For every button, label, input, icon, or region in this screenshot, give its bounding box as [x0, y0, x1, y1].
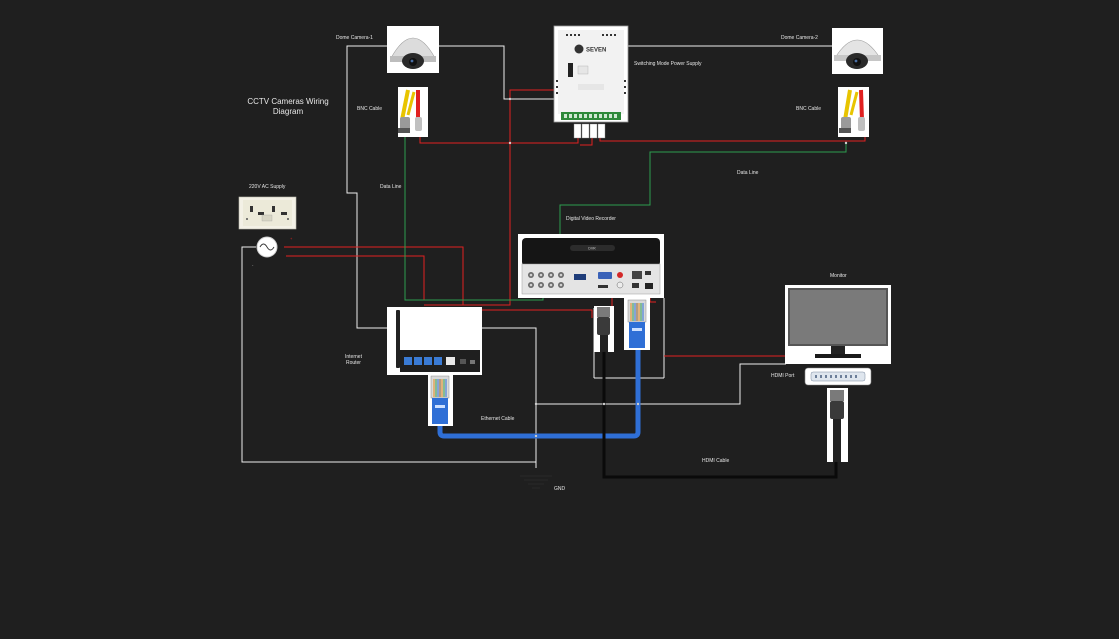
label-ethernet-cable: Ethernet Cable [481, 416, 515, 422]
label-internet-router-line-2: Router [345, 360, 361, 366]
label-ac-supply: 220V AC Supply [249, 184, 286, 190]
dome-camera-1 [387, 26, 439, 73]
ac-source-symbol: + - [252, 236, 293, 267]
label-power-supply: Switching Mode Power Supply [634, 61, 702, 67]
svg-text:+: + [290, 236, 293, 241]
dvr-ethernet-connector [624, 298, 650, 350]
monitor-hdmi-connector [827, 388, 848, 462]
label-data-line-2: Data Line [737, 170, 759, 176]
monitor [785, 285, 891, 364]
label-internet-router-line-1: Internet [345, 354, 362, 360]
label-internet-router: Internet Router [345, 354, 362, 366]
ac-wall-socket [238, 196, 297, 230]
label-dome-camera-2: Dome Camera-2 [781, 35, 818, 41]
bnc-cable-1 [398, 87, 428, 137]
bnc-cable-2 [838, 87, 869, 137]
digital-video-recorder: DVR [518, 234, 664, 298]
label-dvr: Digital Video Recorder [566, 216, 616, 222]
dome-camera-2 [832, 28, 883, 74]
hdmi-port [804, 367, 872, 386]
label-dome-camera-1: Dome Camera-1 [336, 35, 373, 41]
wire-junctions [508, 97, 848, 438]
label-bnc-cable-1: BNC Cable [357, 106, 383, 112]
label-gnd: GND [554, 486, 566, 492]
label-monitor: Monitor [830, 273, 847, 279]
hdmi-cable [602, 352, 838, 479]
label-bnc-cable-2: BNC Cable [796, 106, 822, 112]
psu-brand-text: SEVEN [586, 48, 606, 54]
svg-text:-: - [252, 262, 254, 267]
ground-symbol [520, 475, 552, 489]
switching-power-supply: SEVEN [553, 25, 629, 139]
ethernet-cable [437, 350, 641, 439]
label-hdmi-cable: HDMI Cable [702, 458, 730, 464]
dvr-hdmi-connector [594, 306, 614, 352]
router-ethernet-connector [428, 374, 453, 426]
dvr-brand-text: DVR [588, 247, 596, 251]
label-hdmi-port: HDMI Port [771, 373, 795, 379]
internet-router [387, 307, 482, 375]
diagram-title-line-2: Diagram [272, 107, 304, 116]
diagram-title: CCTV Cameras Wiring Diagram [243, 97, 333, 117]
diagram-title-line-1: CCTV Cameras Wiring [247, 97, 329, 106]
label-data-line-1: Data Line [380, 184, 402, 190]
